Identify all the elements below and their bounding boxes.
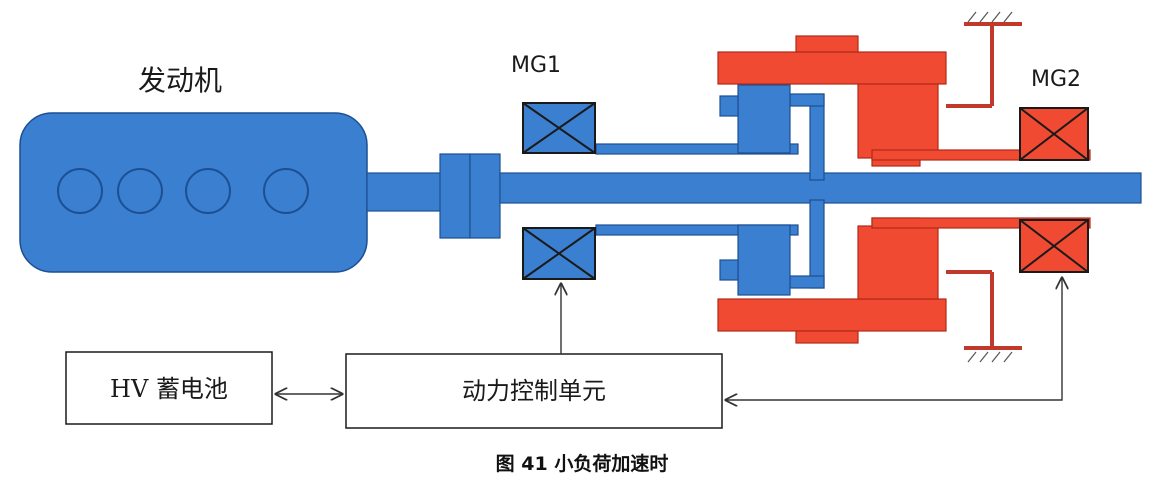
mg2-label: MG2 [1031, 67, 1081, 92]
mg2-stator-lower [1019, 219, 1089, 273]
hv-battery-box: HV 蓄电池 [65, 351, 273, 425]
engine-label: 发动机 [138, 64, 222, 97]
planet-carrier [719, 84, 825, 296]
ring-gear-upper [717, 35, 1091, 167]
engine-cylinder [263, 168, 309, 214]
power-control-unit-label: 动力控制单元 [462, 377, 606, 405]
mg1-stator-lower [522, 227, 596, 280]
figure-caption: 图 41 小负荷加速时 [496, 452, 669, 475]
mg2-stator-upper [1019, 107, 1089, 161]
engine-cylinder [185, 168, 231, 214]
engine [19, 112, 368, 273]
main-shaft [366, 153, 1142, 239]
engine-block [19, 112, 368, 273]
pcu-mg2-arrow [726, 278, 1062, 400]
mg1-label: MG1 [511, 53, 561, 78]
mg1-stator-upper [522, 102, 596, 154]
connection-arrows [276, 278, 1062, 400]
engine-cylinder [57, 168, 103, 214]
hv-battery-label: HV 蓄电池 [110, 375, 228, 403]
engine-cylinder [117, 168, 163, 214]
power-control-unit-box: 动力控制单元 [345, 353, 723, 429]
